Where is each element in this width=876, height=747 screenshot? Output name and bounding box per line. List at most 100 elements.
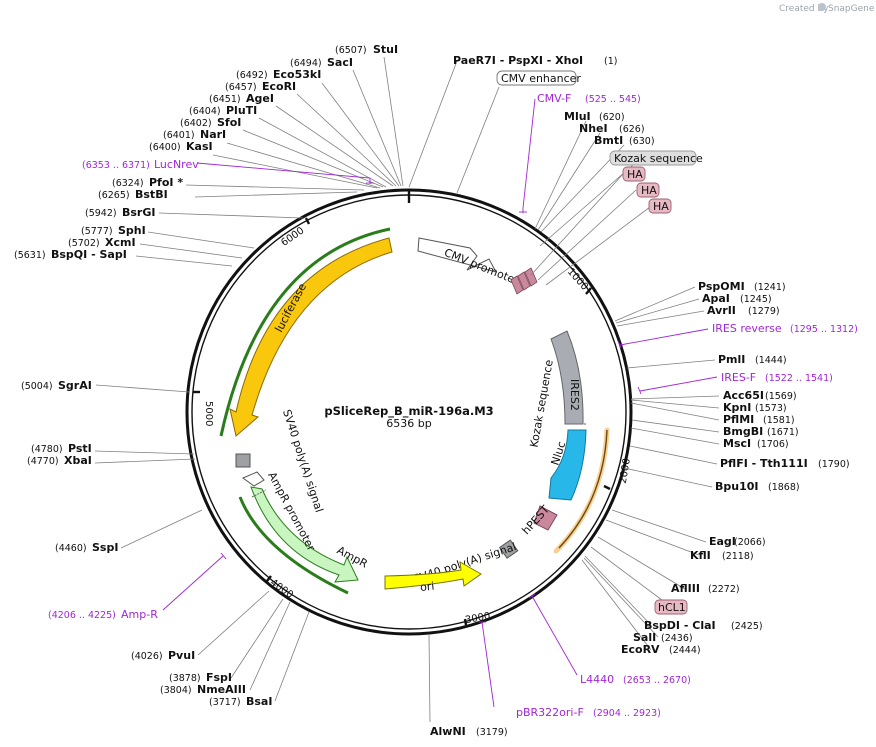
- site-name[interactable]: SalI: [633, 631, 656, 644]
- site-alwni-name[interactable]: AlwNI: [430, 725, 466, 738]
- primer-iresf-name[interactable]: IRES-F: [721, 371, 756, 384]
- primer-iresrev-name[interactable]: IRES reverse: [712, 322, 782, 335]
- ampr-promoter-arrow[interactable]: [241, 471, 265, 487]
- primer-lucnrev-pos: (6353 .. 6371): [82, 160, 150, 171]
- site-pos: (626): [619, 124, 645, 135]
- site-pos: (1790): [818, 459, 850, 470]
- site-name[interactable]: SgrAI: [58, 379, 92, 392]
- site-name[interactable]: XcmI: [105, 236, 136, 249]
- site-name[interactable]: StuI: [373, 43, 398, 56]
- site-name[interactable]: AflIII: [671, 582, 700, 595]
- site-top-name[interactable]: PaeR7I - PspXI - XhoI: [453, 54, 583, 67]
- primer-cmvf-name[interactable]: CMV-F: [537, 92, 571, 105]
- ha-mark-2[interactable]: [517, 271, 531, 291]
- site-pos: (6401): [163, 130, 195, 141]
- site-name[interactable]: SphI: [118, 224, 146, 237]
- sv40-right-box[interactable]: [498, 539, 519, 559]
- site-name[interactable]: NheI: [579, 122, 608, 135]
- site-name[interactable]: Eco53kI: [273, 68, 321, 81]
- ires2-label: IRES2: [568, 379, 581, 411]
- snapgene-logo-icon: [818, 3, 826, 11]
- sites-left-upper: (6324) PfoI * (6265) BstBI (5942) BsrGI …: [14, 176, 183, 261]
- site-name[interactable]: BsaI: [246, 695, 272, 708]
- site-name[interactable]: BmgBI: [723, 425, 763, 438]
- site-name[interactable]: NarI: [200, 128, 226, 141]
- sites-top-right: MluI (620) NheI (626) BmtI (630): [564, 110, 655, 147]
- tick-1000: [585, 287, 592, 295]
- site-name[interactable]: SfoI: [217, 116, 241, 129]
- site-name[interactable]: EcoRI: [262, 80, 296, 93]
- hpest-arrow[interactable]: [533, 505, 558, 531]
- site-alwni-pos: (3179): [476, 727, 508, 738]
- site-pos: (2272): [708, 584, 740, 595]
- site-name[interactable]: AgeI: [246, 92, 274, 105]
- ori-arrow[interactable]: [384, 561, 482, 590]
- site-name[interactable]: BmtI: [594, 134, 623, 147]
- site-pos: (2066): [734, 537, 766, 548]
- site-pos: (5004): [21, 381, 53, 392]
- site-name[interactable]: XbaI: [64, 454, 92, 467]
- site-name[interactable]: PstI: [68, 442, 92, 455]
- primer-ampr-name[interactable]: Amp-R: [121, 608, 158, 621]
- site-pos: (4460): [55, 543, 87, 554]
- site-name[interactable]: FspI: [206, 671, 232, 684]
- site-name[interactable]: EcoRV: [621, 643, 660, 656]
- ha-box-3[interactable]: [648, 198, 672, 214]
- sv40-left-box[interactable]: [235, 453, 251, 468]
- site-pos: (5777): [81, 226, 113, 237]
- site-name[interactable]: KflI: [690, 549, 711, 562]
- luciferase-arrow[interactable]: [229, 237, 393, 437]
- site-name[interactable]: MluI: [564, 110, 591, 123]
- nluc-arrow[interactable]: [548, 429, 587, 501]
- site-name[interactable]: SacI: [327, 56, 353, 69]
- primer-pbr-name[interactable]: pBR322ori-F: [516, 706, 584, 719]
- kozak-sequence-label: Kozak sequence: [614, 152, 703, 165]
- site-name[interactable]: PspOMI: [698, 280, 745, 293]
- primer-l4440-pos: (2653 .. 2670): [623, 675, 691, 686]
- site-name[interactable]: KpnI: [723, 401, 751, 414]
- site-pos: (6494): [290, 58, 322, 69]
- site-name[interactable]: AvrII: [707, 304, 736, 317]
- site-pos: (5631): [14, 250, 46, 261]
- cmv-promoter-label: CMV promoter: [442, 246, 521, 288]
- site-name[interactable]: NmeAIII: [197, 683, 246, 696]
- site-name[interactable]: MscI: [723, 437, 751, 450]
- sites-bottom-left: (4026) PvuI (3878) FspI (3804) NmeAIII (…: [131, 649, 272, 708]
- plasmid-length: 6536 bp: [386, 417, 431, 430]
- primer-lucnrev-name[interactable]: LucNrev: [154, 158, 199, 171]
- site-pmli-name[interactable]: PmlI: [718, 353, 745, 366]
- primer-l4440-name[interactable]: L4440: [580, 673, 614, 686]
- ha-box-1[interactable]: [622, 166, 646, 182]
- site-pos: (3804): [160, 685, 192, 696]
- site-pos: (6451): [209, 94, 241, 105]
- site-name[interactable]: PflFI - Tth111I: [720, 457, 808, 470]
- site-name[interactable]: BspDI - ClaI: [644, 619, 716, 632]
- site-name[interactable]: Bpu10I: [715, 480, 759, 493]
- cmv-enhancer-box[interactable]: [496, 70, 577, 86]
- kozak-sequence-box[interactable]: [609, 150, 697, 166]
- ha-box-2[interactable]: [636, 182, 660, 198]
- site-name[interactable]: BstBI: [135, 188, 168, 201]
- ha-mark-1[interactable]: [510, 275, 524, 295]
- site-name[interactable]: KasI: [186, 140, 213, 153]
- ha-label-2: HA: [641, 184, 657, 197]
- ha-mark-3[interactable]: [524, 267, 538, 287]
- site-name[interactable]: EagI: [709, 535, 736, 548]
- site-pos: (6492): [236, 70, 268, 81]
- ampr-arrow[interactable]: [250, 486, 359, 583]
- site-name[interactable]: PluTI: [226, 104, 257, 117]
- site-name[interactable]: ApaI: [702, 292, 730, 305]
- ha-label-3: HA: [653, 200, 669, 213]
- site-name[interactable]: PflMI: [723, 413, 754, 426]
- site-name[interactable]: SspI: [92, 541, 118, 554]
- ha-marks: [251, 267, 586, 498]
- site-name[interactable]: PfoI *: [149, 176, 183, 189]
- site-name[interactable]: BsrGI: [122, 206, 155, 219]
- site-top-pos: (1): [604, 56, 617, 67]
- hcl1-box[interactable]: [654, 599, 688, 615]
- cmv-promoter-arrow[interactable]: [417, 237, 497, 273]
- site-name[interactable]: Acc65I: [723, 389, 764, 402]
- site-name[interactable]: BspQI - SapI: [51, 248, 127, 261]
- site-name[interactable]: PvuI: [168, 649, 195, 662]
- cmv-enhancer-label: CMV enhancer: [501, 72, 581, 85]
